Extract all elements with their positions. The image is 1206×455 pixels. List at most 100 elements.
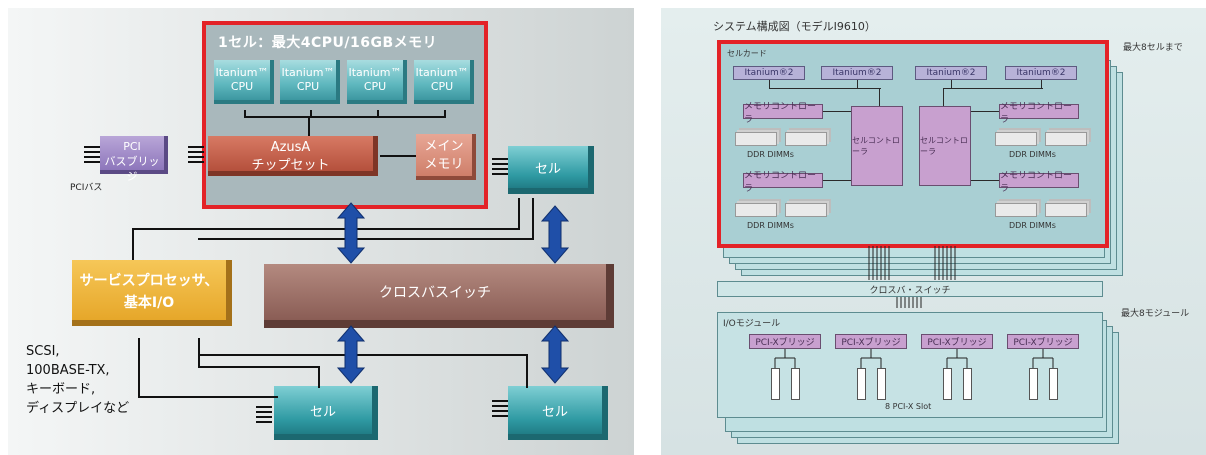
chipset-memory-link [380,155,416,157]
cell-card-highlight-frame [717,40,1109,248]
dimm-1 [735,132,777,146]
pci-bus-label: PCIバス [70,183,103,193]
dimm-8 [1045,203,1087,217]
arrow-chipset-crossbar [336,202,366,264]
crossbar-arrows [336,202,570,384]
io-module-label: I/Oモジュール [723,319,781,329]
service-processor: サービスプロセッサ、 基本I/O [72,260,232,326]
pcix-slot-label: 8 PCI-X Slot [885,402,932,411]
arrow-crossbar-cell-bottom-middle [336,325,366,384]
cpu-bus-line [244,116,444,118]
cell-card-title: 1セル：最大4CPU/16GBメモリ [218,35,438,51]
pcix-bridge-2: PCI-Xブリッジ [835,334,907,349]
cpu-drop-2 [310,110,312,118]
service-top-link-h [132,228,520,230]
cpu-to-chipset-line [308,116,310,136]
memory-controller-2: メモリコントローラ [743,171,823,194]
service-right-link-v [526,354,528,388]
service-top-link-v [132,228,134,268]
right-diagram: システム構成図（モデルI9610） 最大8セルまで セルカード Itanium®… [661,8,1206,455]
cpu-drop-r4 [1041,80,1042,88]
pcix-bridge-4: PCI-Xブリッジ [1007,334,1079,349]
io-item-ethernet: 100BASE-TX, [26,363,110,378]
azusa-chipset: AzusA チップセット [208,136,378,176]
pci-bus-ticks [84,146,100,164]
main-memory: メイン メモリ [416,134,476,180]
cpu-drop-1 [244,110,246,118]
io-item-display: ディスプレイなど [26,401,130,416]
service-bottom-link-h [138,396,278,398]
dimm-2 [785,132,827,146]
cpu-drop-r3 [951,80,952,88]
dimm-3 [995,132,1037,146]
left-diagram: 1セル：最大4CPU/16GBメモリ Itanium™ CPU Itanium™… [8,8,634,455]
cpu-drop-r2 [857,80,858,88]
service-mid-link [198,238,534,240]
pcix-bridge-3: PCI-Xブリッジ [921,334,993,349]
service-low-link-v [318,366,320,388]
io-item-scsi: SCSI, [26,344,60,359]
cell-controller-left: セルコントローラ [851,106,903,186]
mc3-cc-link [971,111,999,112]
cell-bottom-middle: セル [274,386,378,440]
cell-bottom-right-ticks [492,400,508,418]
pci-bus-bridge: PCI バスブリッジ [100,136,168,183]
service-bottom-link [138,338,140,398]
dimm-6 [785,203,827,217]
dimm-label-3: DDR DIMMs [747,221,794,230]
pcix-slot-5 [943,368,952,400]
service-top-link-v2 [518,198,520,230]
itanium2-3: Itanium®2 [915,66,987,80]
itanium2-1: Itanium®2 [733,66,805,80]
mc1-cc-link [823,111,851,112]
cell-top-right-ticks [492,158,508,176]
service-low-link [198,338,200,368]
service-right-link [198,354,528,356]
service-low-link-h [198,366,318,368]
dimm-5 [735,203,777,217]
crossbar-switch-bar: クロスバ・スイッチ [717,281,1103,297]
cpu-drop-4 [444,110,446,118]
service-mid-link-v [532,198,534,240]
cell-top-right: セル [508,146,594,194]
io-list: SCSI, 100BASE-TX, キーボード, ディスプレイなど [26,342,129,418]
pcix-slot-links [774,349,1054,368]
cpu-bus-left [769,88,881,89]
dimm-7 [995,203,1037,217]
cpu-to-cc-right [943,88,944,106]
arrow-cell-crossbar-top [540,205,570,264]
mc4-cc-link [971,180,999,181]
cpu-drop-3 [377,110,379,118]
cell-bottom-middle-ticks [256,406,272,424]
pcix-slot-4 [877,368,886,400]
cell-highlight-frame [202,21,488,209]
dimm-label-4: DDR DIMMs [1009,221,1056,230]
dimm-4 [1045,132,1087,146]
pcix-slot-3 [857,368,866,400]
itanium2-4: Itanium®2 [1005,66,1077,80]
mc2-cc-link [823,180,851,181]
itanium-cpu-4: Itanium™ CPU [414,60,474,104]
dimm-label-1: DDR DIMMs [747,150,794,159]
cpu-to-cc-left [879,88,880,106]
itanium-cpu-1: Itanium™ CPU [214,60,274,104]
io-module [717,312,1103,418]
max-cells-label: 最大8セルまで [1123,43,1183,53]
cpu-drop-r1 [769,80,770,88]
cpu-bus-right [943,88,1043,89]
crossbar-connections [868,246,956,308]
pcix-slot-8 [1049,368,1058,400]
pcix-slot-1 [771,368,780,400]
cell-card-label: セルカード [727,49,767,58]
cell-bottom-right: セル [508,386,608,440]
dimm-label-2: DDR DIMMs [1009,150,1056,159]
io-item-keyboard: キーボード, [26,382,96,397]
pcix-slot-2 [791,368,800,400]
itanium-cpu-3: Itanium™ CPU [347,60,407,104]
cell-controller-right: セルコントローラ [919,106,971,186]
crossbar-switch: クロスバスイッチ [264,264,614,328]
pcix-slot-6 [963,368,972,400]
pcix-slot-7 [1029,368,1038,400]
arrow-crossbar-cell-bottom-right [540,325,570,384]
itanium2-2: Itanium®2 [821,66,893,80]
